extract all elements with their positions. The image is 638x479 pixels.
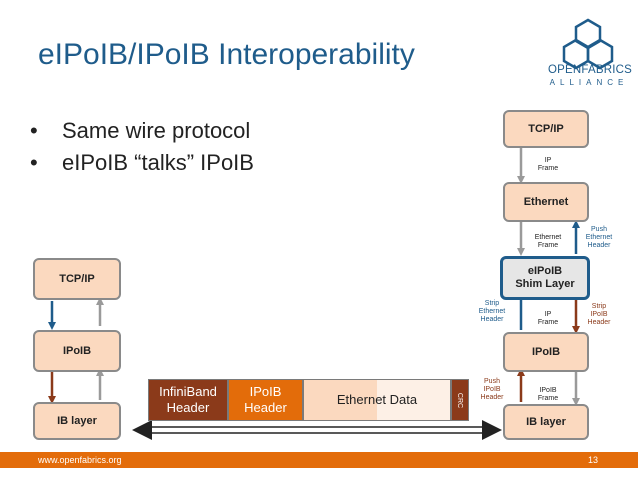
page-number: 13 — [588, 455, 599, 465]
frame-ethernet-data: Ethernet Data — [303, 379, 451, 421]
bullet-list: Same wire protocol eIPoIB “talks” IPoIB — [30, 118, 254, 182]
right-shim-layer-box: eIPoIB Shim Layer — [500, 256, 590, 300]
frame-infiniband-header: InfiniBand Header — [148, 379, 228, 421]
right-ethernet-box: Ethernet — [503, 182, 589, 222]
left-iblayer-box: IB layer — [33, 402, 121, 440]
label-ip-frame-top: IP Frame — [537, 157, 559, 172]
logo-wordmark: OPENFABRICS — [548, 64, 632, 76]
label-ipoib-frame: IPoIB Frame — [537, 387, 559, 402]
footer-url: www.openfabrics.org — [38, 455, 122, 465]
label-strip-ethernet-header: Strip Ethernet Header — [478, 300, 506, 323]
frame-ipoib-header: IPoIB Header — [228, 379, 303, 421]
left-tcpip-box: TCP/IP — [33, 258, 121, 300]
label-strip-ipoib-header: Strip IPoIB Header — [587, 303, 611, 326]
page-title: eIPoIB/IPoIB Interoperability — [38, 38, 415, 71]
openfabrics-logo-icon — [562, 18, 614, 70]
label-ip-frame-mid: IP Frame — [537, 311, 559, 326]
label-push-ipoib-header: Push IPoIB Header — [480, 378, 504, 401]
right-iblayer-box: IB layer — [503, 404, 589, 440]
label-ethernet-frame: Ethernet Frame — [534, 234, 562, 249]
frame-crc-label: CRC — [456, 392, 464, 408]
frame-crc: CRC — [451, 379, 469, 421]
right-tcpip-box: TCP/IP — [503, 110, 589, 148]
logo-subtitle: ALLIANCE — [549, 78, 629, 87]
bullet-item: eIPoIB “talks” IPoIB — [30, 150, 254, 182]
right-ipoib-box: IPoIB — [503, 332, 589, 372]
bullet-item: Same wire protocol — [30, 118, 254, 150]
label-push-ethernet-header: Push Ethernet Header — [585, 226, 613, 249]
footer-bar — [0, 452, 638, 468]
wire-double-arrow — [132, 420, 502, 440]
left-ipoib-box: IPoIB — [33, 330, 121, 372]
